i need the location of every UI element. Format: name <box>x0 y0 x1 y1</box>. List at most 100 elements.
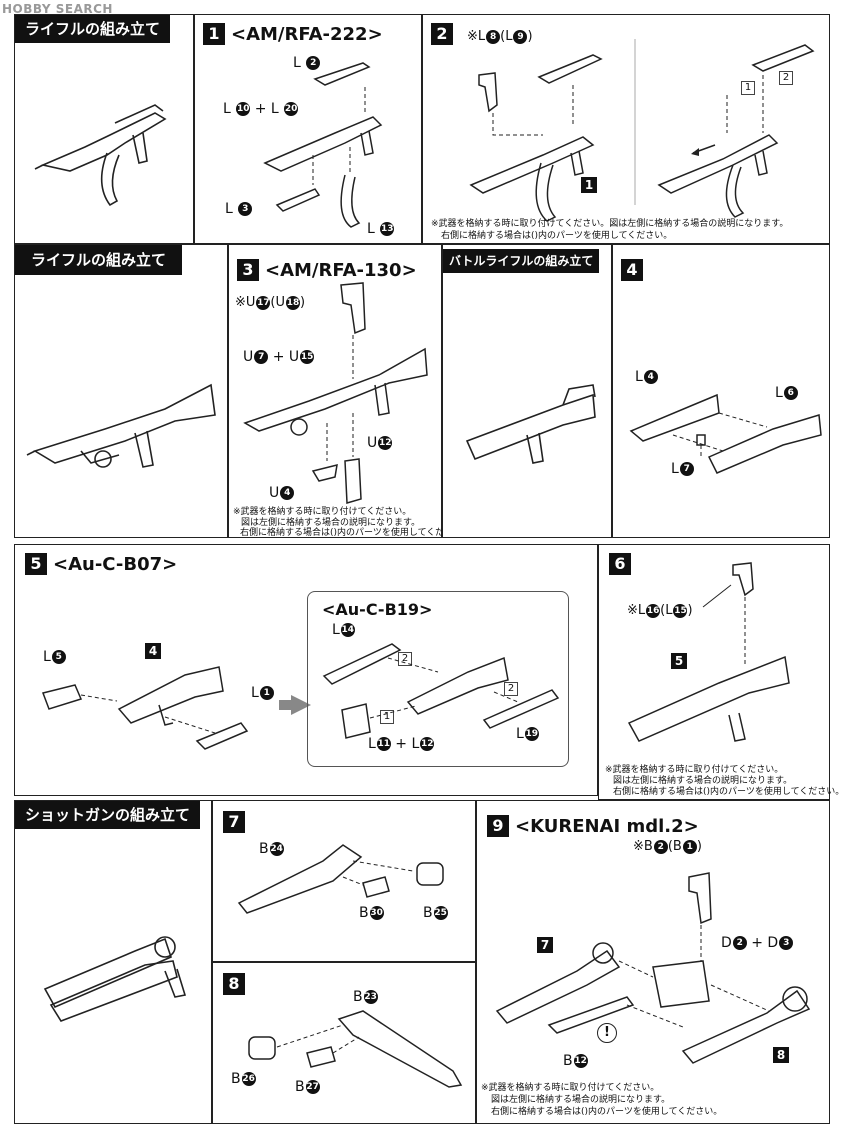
step-number: 5 <box>25 553 47 575</box>
subassembly-name: <Au-C-B19> <box>322 600 433 619</box>
step-9-note-2: 図は左側に格納する場合の説明になります。 <box>491 1095 671 1105</box>
step-number: 1 <box>203 23 225 45</box>
panel-rifle-overview-1: ライフルの組み立て <box>14 14 194 244</box>
part-label-l10-l20: L 10 + L 20 <box>223 101 299 117</box>
step-7-illustration <box>237 844 444 914</box>
step-part-name: <AM/RFA-130> <box>265 259 417 281</box>
step-part-name: <Au-C-B07> <box>53 553 178 575</box>
subassembly-illustration <box>322 643 560 739</box>
step-number: 7 <box>223 811 245 833</box>
step-number: 4 <box>621 259 643 281</box>
step-9-illustration <box>495 872 811 1064</box>
section-title-rifle-2: ライフルの組み立て <box>15 245 183 275</box>
battle-rifle-illustration <box>465 384 596 464</box>
step-2-header: 2 <box>431 23 453 45</box>
order-box-2a: 2 <box>398 652 412 666</box>
step-6-note-1: ※武器を格納する時に取り付けてください。 <box>605 765 784 775</box>
shotgun-illustration <box>43 936 187 1022</box>
step-8-header: 8 <box>223 973 245 995</box>
step-4-header: 4 <box>621 259 643 281</box>
caution-icon: ! <box>597 1023 617 1043</box>
step-3-note-1: ※武器を格納する時に取り付けてください。 <box>233 507 412 517</box>
step-8-illustration <box>248 1010 463 1088</box>
ref-tag-5: 5 <box>671 653 687 669</box>
step-9-note-1: ※武器を格納する時に取り付けてください。 <box>481 1083 660 1093</box>
rifle-illustration-1 <box>34 104 167 207</box>
step-part-name: <KURENAI mdl.2> <box>515 815 699 837</box>
panel-battle-rifle: バトルライフルの組み立て <box>442 244 612 538</box>
section-title-shotgun: ショットガンの組み立て <box>15 801 201 829</box>
step-9-header: 9 <KURENAI mdl.2> <box>487 815 699 837</box>
step-2-illustration <box>469 39 815 222</box>
step-number: 6 <box>609 553 631 575</box>
section-title-rifle-1: ライフルの組み立て <box>15 15 171 43</box>
panel-step-1: 1 <AM/RFA-222> L 2 L 10 + L 20 L 3 L 13 <box>194 14 422 244</box>
step-6-note-3: 右側に格納する場合は()内のパーツを使用してください。 <box>613 787 842 797</box>
ref-tag-4: 4 <box>145 643 161 659</box>
step-7-header: 7 <box>223 811 245 833</box>
step-6-note-2: 図は左側に格納する場合の説明になります。 <box>613 776 793 786</box>
step-6-illustration <box>627 562 790 742</box>
step-6-header: 6 <box>609 553 631 575</box>
step-4-illustration <box>629 393 822 474</box>
ref-tag-7: 7 <box>537 937 553 953</box>
step-3-note-3-visible: 右側に格納する場合は()内のパーツを使用してください。 <box>240 528 472 538</box>
panel-rifle-overview-2: ライフルの組み立て <box>14 244 228 538</box>
watermark: HOBBY SEARCH <box>2 2 113 16</box>
part-label-l3: L 3 <box>225 201 253 217</box>
step-part-name: <AM/RFA-222> <box>231 23 383 45</box>
step-5-illustration <box>42 666 311 750</box>
part-label-l13: L 13 <box>367 221 395 237</box>
order-box-1: 1 <box>380 710 394 724</box>
order-box-1: 1 <box>741 81 755 95</box>
rifle-illustration-2 <box>26 383 216 468</box>
step-number: 3 <box>237 259 259 281</box>
step-9-note-3: 右側に格納する場合は()内のパーツを使用してください。 <box>491 1107 723 1117</box>
step-2-note-1: ※武器を格納する時に取り付けてください。図は左側に格納する場合の説明になります。 <box>431 219 789 229</box>
panel-shotgun-overview: ショットガンの組み立て <box>14 800 212 1124</box>
section-title-battle-rifle: バトルライフルの組み立て <box>443 249 600 273</box>
step-number: 2 <box>431 23 453 45</box>
ref-tag-1: 1 <box>581 177 597 193</box>
step-1-header: 1 <AM/RFA-222> <box>203 23 383 45</box>
step-number: 8 <box>223 973 245 995</box>
ref-tag-8: 8 <box>773 1047 789 1063</box>
step-1-illustration <box>263 62 383 228</box>
step-3-note-2: 図は左側に格納する場合の説明になります。 <box>241 518 421 528</box>
step-2-note-2: 右側に格納する場合は()内のパーツを使用してください。 <box>441 231 673 241</box>
step-number: 9 <box>487 815 509 837</box>
step-3-header: 3 <AM/RFA-130> <box>237 259 417 281</box>
order-box-2b: 2 <box>504 682 518 696</box>
